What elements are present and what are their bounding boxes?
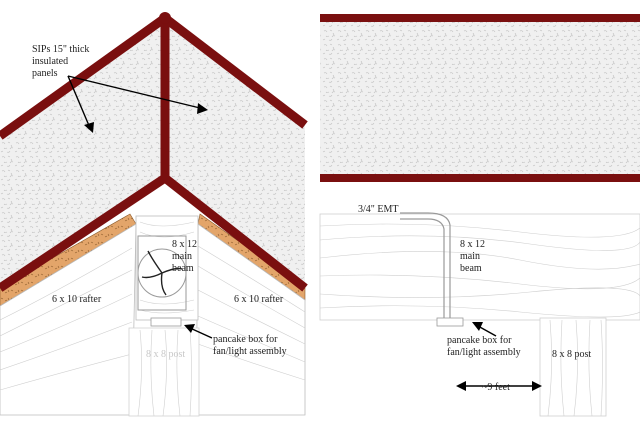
pancake-label-left: pancake box for fan/light assembly [213, 334, 287, 357]
frame-top [320, 14, 640, 22]
sips-arrow-1 [67, 75, 91, 129]
pancake-arrow-left [189, 327, 213, 339]
span-label: ~9 feet [482, 382, 510, 393]
pancake-label-left-line-2: fan/light assembly [213, 346, 287, 357]
rafter-right-label: 6 x 10 rafter [234, 294, 284, 305]
post-right [539, 317, 607, 417]
pancake-label-left-line-1: pancake box for [213, 334, 278, 345]
emt-conduit [400, 212, 451, 318]
beam-label-left-line-1: 8 x 12 [172, 239, 197, 250]
span-arrow-head-left [456, 381, 466, 391]
pancake-label-right-line-2: fan/light assembly [447, 347, 521, 358]
pancake-label-right: pancake box for fan/light assembly [447, 335, 521, 358]
sips-label-line-3: panels [32, 68, 58, 79]
right-elevation-view: 3/4" EMT 8 x 12 main beam pancake box fo… [319, 14, 640, 417]
sips-label: SIPs 15" thick insulated panels [32, 44, 92, 79]
left-section-view: SIPs 15" thick insulated panels 2 X 6 T&… [0, 12, 308, 417]
rafter-left-label: 6 x 10 rafter [52, 294, 102, 305]
post-label-left: 8 x 8 post [146, 349, 185, 360]
sips-arrow-2-head [197, 103, 208, 114]
span-arrow-head-right [532, 381, 542, 391]
frame-left [0, 12, 308, 292]
sips-arrow-2 [67, 75, 201, 109]
beam-label-right-line-3: beam [460, 263, 482, 274]
fan-assembly [137, 235, 187, 311]
emt-label: 3/4" EMT [358, 204, 398, 215]
beam-label-left-line-2: main [172, 251, 192, 262]
emt-conduit-inner [400, 218, 445, 318]
beam-label-left-line-3: beam [172, 263, 194, 274]
beam-label-right-line-1: 8 x 12 [460, 239, 485, 250]
beam-label-right-line-2: main [460, 251, 480, 262]
pancake-arrow-right-head [472, 322, 483, 331]
pancake-label-right-line-1: pancake box for [447, 335, 512, 346]
pancake-arrow-right [477, 325, 497, 337]
main-beam-side [319, 213, 640, 321]
pancake-box-left [150, 317, 182, 327]
pancake-box-right [436, 317, 464, 327]
post-label-right: 8 x 8 post [552, 349, 591, 360]
sips-label-line-2: insulated [32, 56, 68, 67]
sip-panel-top [320, 18, 640, 178]
beam-label-right: 8 x 12 main beam [460, 239, 488, 274]
frame-bottom [320, 174, 640, 182]
sips-label-line-1: SIPs 15" thick [32, 44, 89, 55]
pancake-arrow-left-head [184, 324, 195, 333]
beam-label-left: 8 x 12 main beam [172, 239, 200, 274]
sip-panel-right [165, 18, 305, 288]
sips-arrow-1-head [84, 122, 94, 133]
post-left [128, 327, 200, 417]
sip-panel-left [0, 18, 165, 288]
